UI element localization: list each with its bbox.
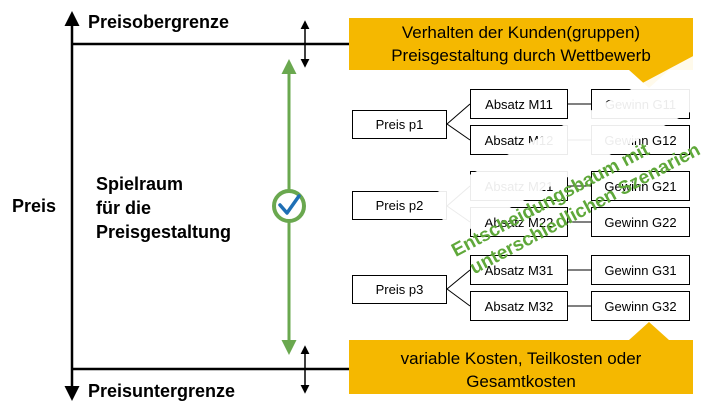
lower-limit-label: Preisuntergrenze: [88, 381, 236, 401]
range-label-line: Spielraum: [96, 174, 184, 194]
gewinn-box-g31: Gewinn G31: [591, 255, 690, 285]
absatz-box-m22: Absatz M22: [470, 207, 568, 237]
price-box-p1: Preis p1: [352, 110, 447, 139]
bottom-banner-line: Gesamtkosten: [466, 372, 576, 391]
top-banner-line: Verhalten der Kunden(gruppen): [401, 23, 641, 42]
range-label: Spielraum für die Preisgestaltung: [96, 172, 231, 244]
absatz-box-m31: Absatz M31: [470, 255, 568, 285]
bottom-banner-text: variable Kosten, Teilkosten oder Gesamtk…: [349, 347, 693, 393]
absatz-box-m11: Absatz M11: [470, 89, 568, 119]
top-banner-line: Preisgestaltung durch Wettbewerb: [391, 46, 651, 65]
check-icon: [272, 189, 306, 223]
absatz-box-m32: Absatz M32: [470, 291, 568, 321]
price-box-p3: Preis p3: [352, 275, 447, 304]
top-banner-text: Verhalten der Kunden(gruppen) Preisgesta…: [349, 21, 693, 67]
range-label-line: für die: [96, 198, 152, 218]
gewinn-box-g32: Gewinn G32: [591, 291, 690, 321]
range-label-line: Preisgestaltung: [96, 222, 232, 242]
upper-limit-label: Preisobergrenze: [88, 12, 230, 32]
gewinn-box-g22: Gewinn G22: [591, 207, 690, 237]
axis-label-preis: Preis: [12, 196, 57, 216]
gewinn-box-g21: Gewinn G21: [591, 171, 690, 201]
bottom-banner-line: variable Kosten, Teilkosten oder: [400, 349, 642, 368]
